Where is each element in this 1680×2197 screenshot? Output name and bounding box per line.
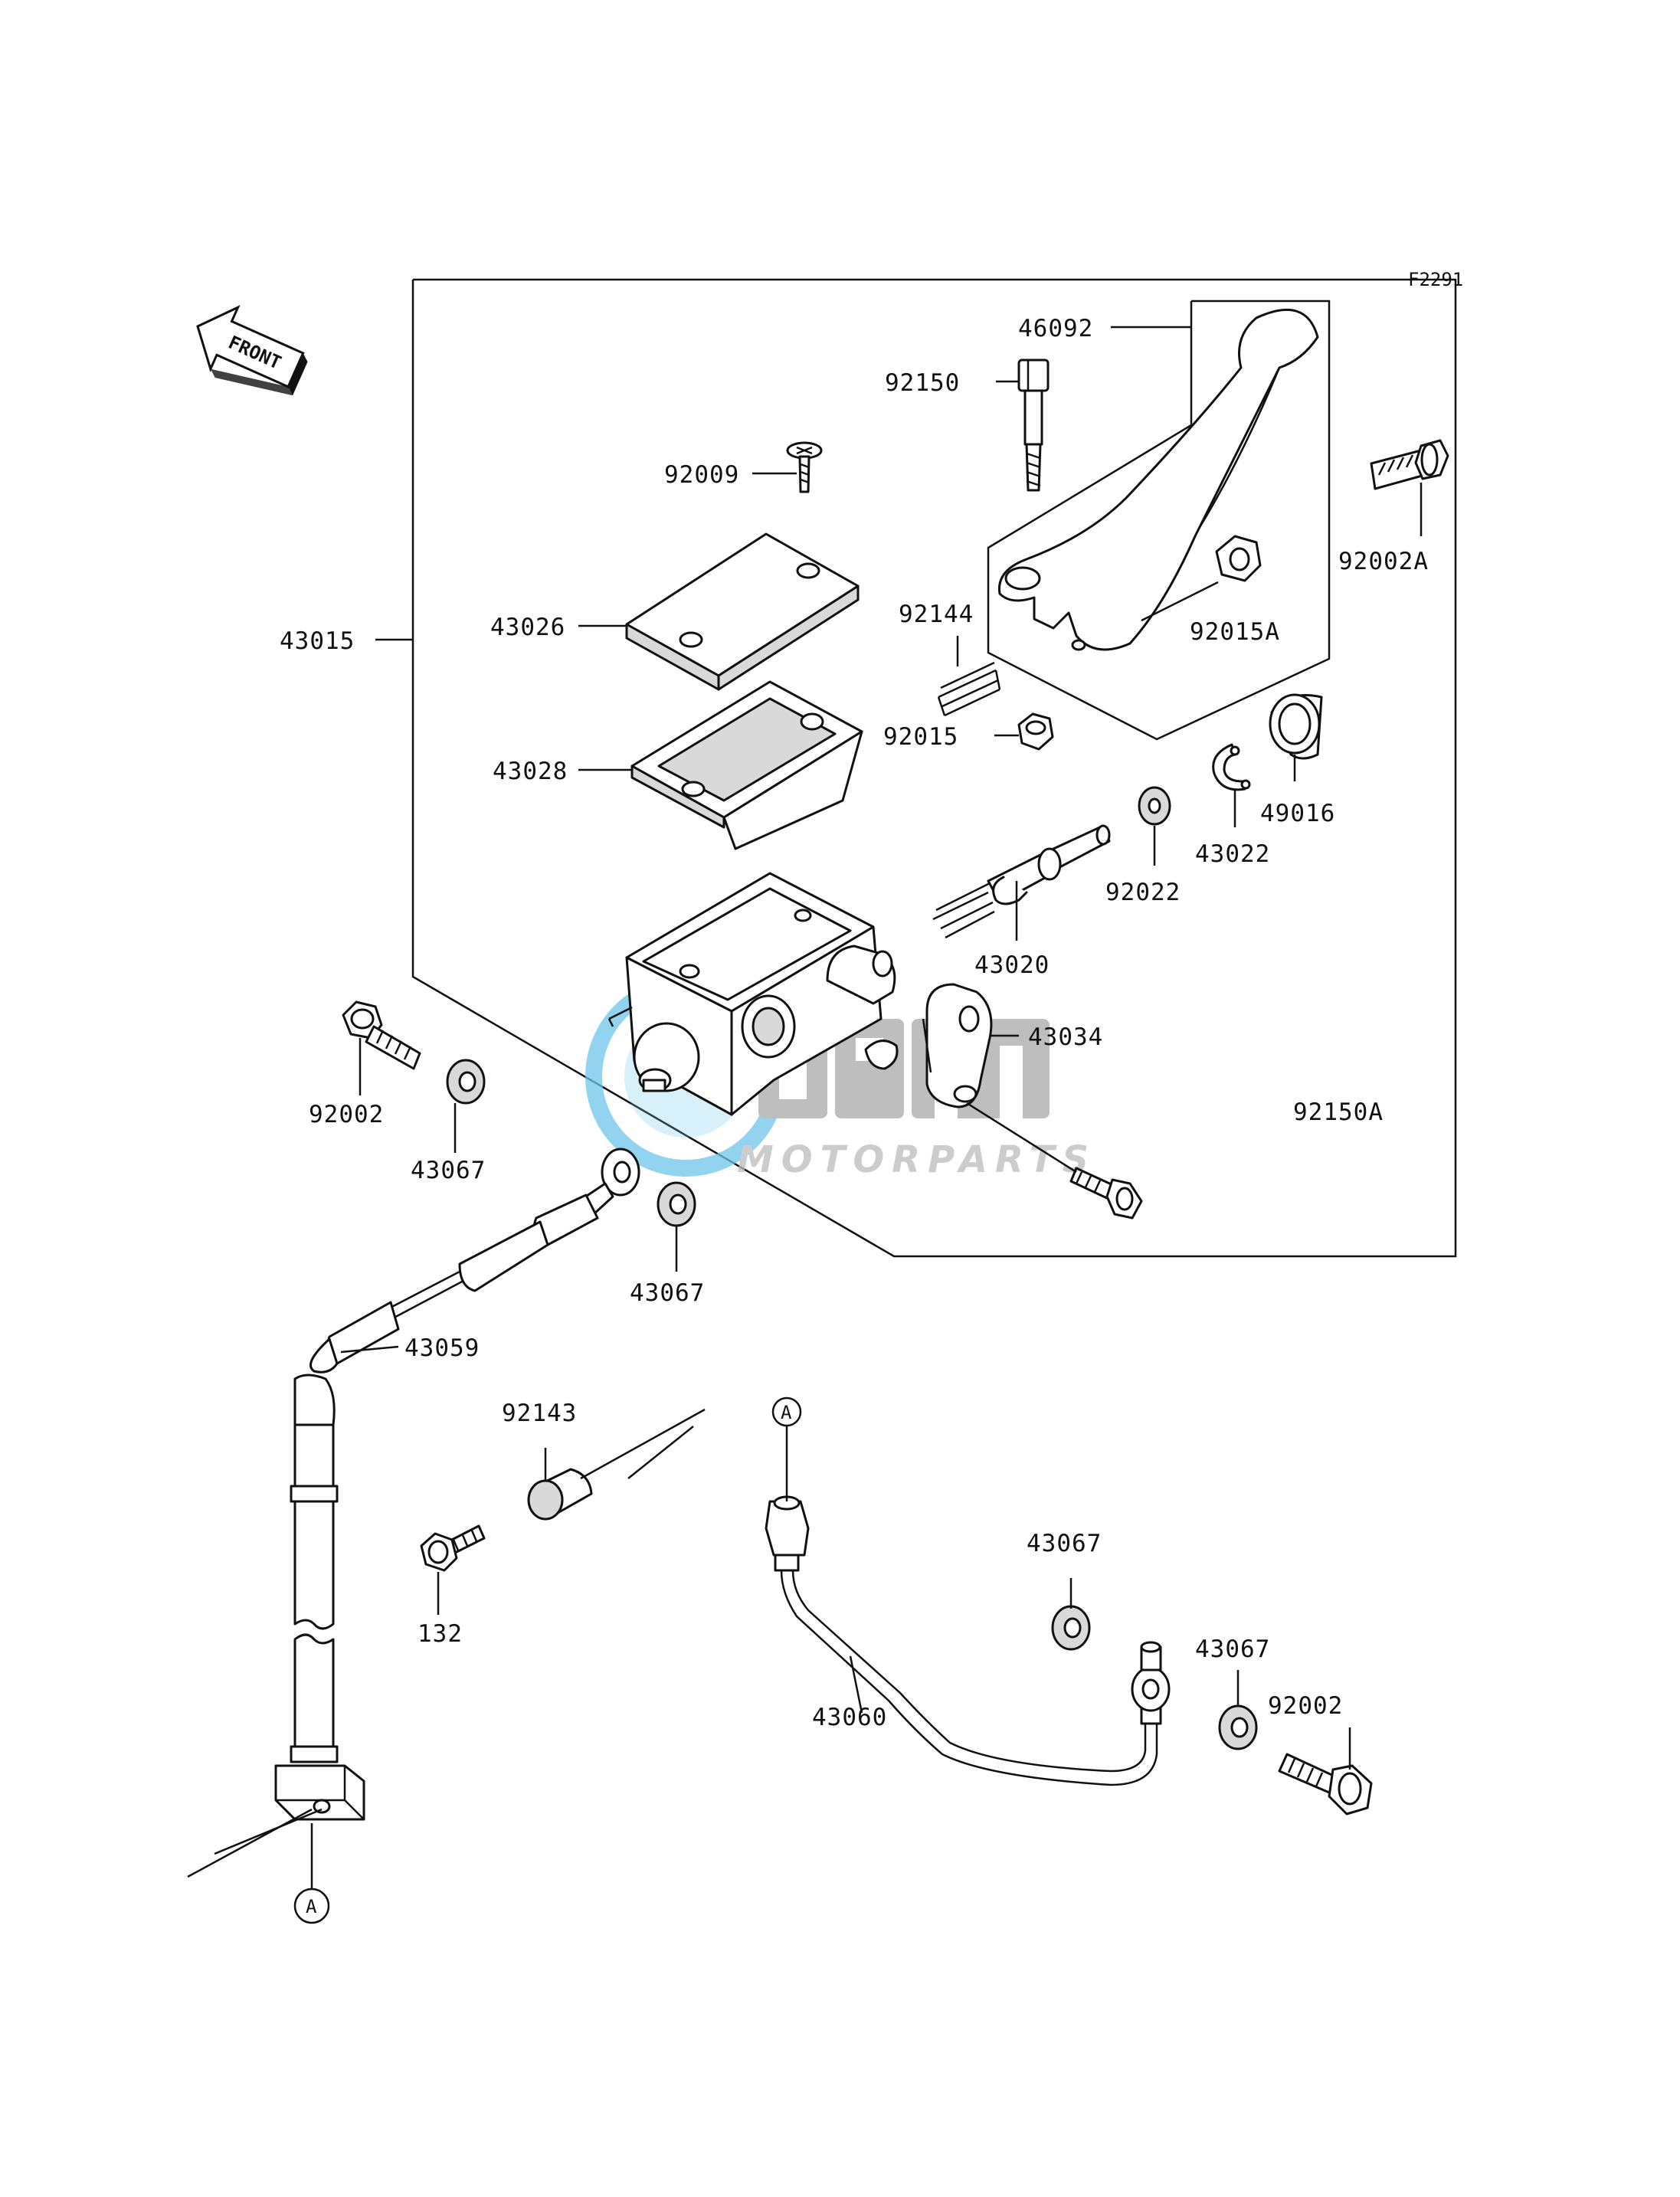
callout-43067-b: 43067 <box>630 1279 705 1307</box>
collar-92143 <box>527 1468 593 1521</box>
callout-92022: 92022 <box>1105 879 1181 906</box>
callout-92002-left: 92002 <box>309 1101 384 1128</box>
bolt-92002A <box>1370 439 1449 490</box>
kit-outline <box>411 278 1457 1258</box>
callout-92009: 92009 <box>664 461 739 489</box>
washer-43067-a <box>446 1059 486 1105</box>
callout-43067-a: 43067 <box>411 1157 486 1184</box>
nut-92015 <box>1017 712 1054 751</box>
callout-43059: 43059 <box>404 1334 480 1362</box>
callout-92002A: 92002A <box>1338 548 1429 575</box>
leader-lines <box>187 326 1423 1888</box>
callout-43015: 43015 <box>280 627 355 655</box>
brake-lever <box>997 308 1319 651</box>
callout-92002-right: 92002 <box>1268 1692 1343 1720</box>
callout-43060: 43060 <box>812 1704 887 1731</box>
callout-92143: 92143 <box>502 1400 577 1427</box>
pivot-bolt <box>1017 359 1050 492</box>
ref-marker-top: A <box>771 1396 802 1427</box>
reservoir-diaphragm <box>630 680 863 850</box>
callout-43067-c: 43067 <box>1027 1530 1102 1557</box>
callout-92015: 92015 <box>883 723 958 751</box>
lever-spring <box>937 661 1001 717</box>
piston-assembly <box>932 824 1111 939</box>
callout-92150: 92150 <box>885 369 960 397</box>
callout-43034: 43034 <box>1028 1023 1103 1051</box>
callout-43022: 43022 <box>1195 840 1270 868</box>
front-arrow-icon: FRONT <box>196 305 308 396</box>
callout-92144: 92144 <box>899 601 974 628</box>
callout-92015A: 92015A <box>1190 618 1280 646</box>
banjo-bolt-right <box>1278 1753 1373 1816</box>
callout-43026: 43026 <box>490 614 565 641</box>
washer-43067-c <box>1051 1605 1091 1651</box>
reservoir-cap <box>625 532 860 691</box>
svg-text:A: A <box>781 1402 792 1423</box>
nut-92015A <box>1215 535 1262 582</box>
svg-text:A: A <box>306 1896 317 1917</box>
circlip <box>1212 743 1251 791</box>
watermark-text: MOTORPARTS <box>737 1138 1096 1181</box>
lever-group-outline <box>987 300 1331 741</box>
brake-hose <box>274 1148 640 1821</box>
brake-pipe <box>765 1495 1171 1786</box>
callout-46092: 46092 <box>1018 315 1093 342</box>
callout-49016: 49016 <box>1260 800 1335 827</box>
washer-92022 <box>1138 786 1171 826</box>
washer-43067-d <box>1218 1704 1258 1750</box>
callout-labels: 46092 92150 92009 92002A 43026 43015 921… <box>280 315 1429 1731</box>
handlebar-clamp <box>922 983 993 1108</box>
callout-43020: 43020 <box>974 951 1050 979</box>
clamp-bolt <box>1069 1167 1143 1220</box>
callout-43067-d: 43067 <box>1195 1635 1270 1663</box>
callout-132: 132 <box>418 1620 463 1648</box>
callout-43028: 43028 <box>493 758 568 785</box>
bolt-132 <box>420 1524 486 1572</box>
dust-boot <box>1269 693 1323 760</box>
callout-92150A: 92150A <box>1293 1098 1384 1126</box>
washer-43067-b <box>657 1181 696 1227</box>
ref-marker-bottom: A <box>293 1888 330 1924</box>
cover-screw <box>786 441 823 493</box>
banjo-bolt-left <box>342 1000 421 1070</box>
master-cylinder-body <box>607 872 899 1116</box>
